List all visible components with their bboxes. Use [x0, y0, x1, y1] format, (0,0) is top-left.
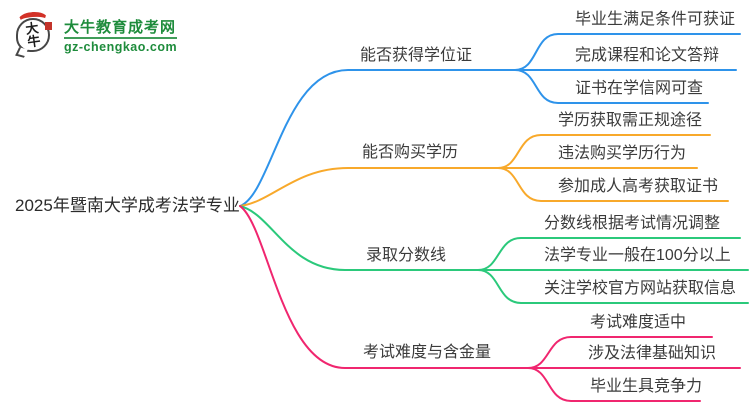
branch3-child1-connector	[477, 237, 741, 271]
branch1-main-connector	[239, 69, 516, 207]
leaf-node: 违法购买学历行为	[558, 145, 687, 162]
leaf-node: 学历获取需正规途径	[558, 112, 703, 129]
logo-speech-bubble: 大牛	[16, 18, 50, 52]
branch-label: 考试难度与含金量	[363, 344, 492, 361]
logo-divider	[64, 36, 178, 39]
branch-label: 能否购买学历	[362, 144, 459, 161]
daniu-bubble-icon: 大牛	[14, 10, 56, 60]
logo-red-seal	[45, 22, 52, 30]
branch2-main-connector	[239, 167, 499, 207]
logo-text-block: 大牛教育成考网 gz-chengkao.com	[64, 18, 178, 54]
logo-bubble-tail	[15, 47, 28, 58]
branch1-child1-connector	[514, 33, 741, 71]
branch3-main-connector	[239, 205, 479, 271]
branch4-main-connector	[239, 205, 529, 369]
logo-bubble-text: 大牛	[24, 20, 42, 50]
leaf-node: 参加成人高考获取证书	[558, 178, 719, 195]
logo-domain-url: gz-chengkao.com	[64, 39, 178, 54]
leaf-node: 法学专业一般在100分以上	[544, 247, 731, 264]
branch1-child3-connector	[514, 69, 709, 104]
branch2-child1-connector	[497, 134, 711, 169]
branch3-child3-connector	[477, 269, 749, 304]
leaf-node: 毕业生具竞争力	[590, 378, 703, 395]
branch-label: 录取分数线	[366, 247, 447, 264]
leaf-node: 证书在学信网可查	[575, 80, 704, 97]
branch4-child3-connector	[527, 367, 701, 402]
leaf-node: 分数线根据考试情况调整	[544, 215, 721, 232]
leaf-node: 完成课程和论文答辩	[575, 47, 720, 64]
leaf-node: 关注学校官方网站获取信息	[544, 280, 737, 297]
root-topic: 2025年暨南大学成考法学专业	[15, 196, 240, 215]
leaf-node: 考试难度适中	[590, 314, 687, 331]
site-logo: 大牛 大牛教育成考网 gz-chengkao.com	[14, 10, 178, 60]
branch4-child1-connector	[527, 336, 713, 369]
branch-label: 能否获得学位证	[360, 47, 473, 64]
leaf-node: 涉及法律基础知识	[588, 345, 717, 362]
branch2-child3-connector	[497, 167, 729, 202]
logo-site-name: 大牛教育成考网	[64, 18, 177, 36]
leaf-node: 毕业生满足条件可获证	[575, 11, 736, 28]
